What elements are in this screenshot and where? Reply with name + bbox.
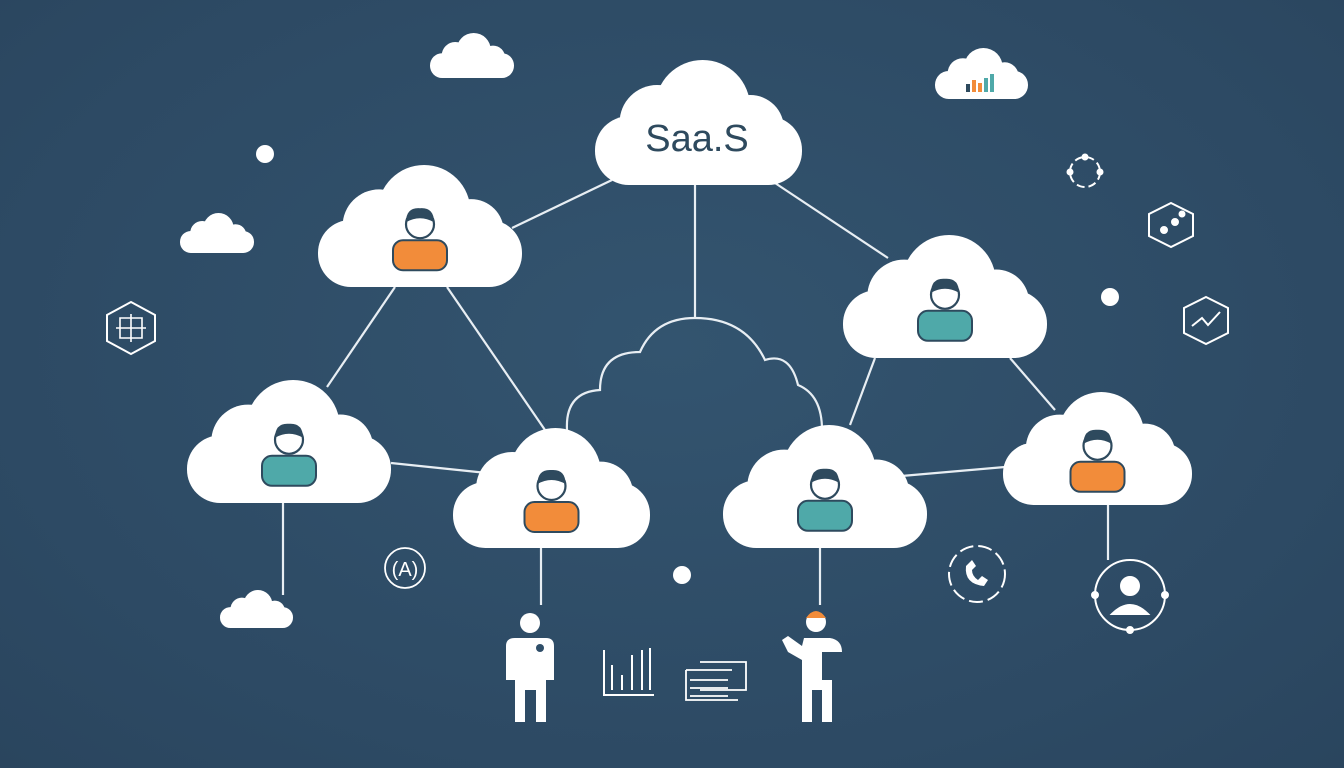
analytics-hexagon-icon <box>1148 201 1194 249</box>
connection-line <box>1009 357 1056 411</box>
small-cloud <box>220 590 293 628</box>
connection-line <box>848 357 877 426</box>
saas-cloud-label: Saa.S <box>645 118 749 160</box>
analytics-cloud <box>935 48 1028 99</box>
connection-line <box>446 286 546 431</box>
user-avatar-icon <box>917 278 973 342</box>
user-cloud <box>723 425 927 548</box>
connection-line <box>390 461 488 475</box>
user-avatar-icon <box>392 208 448 272</box>
trend-hexagon-icon <box>1183 295 1229 346</box>
connection-line <box>889 465 1006 479</box>
user-cloud <box>1003 392 1192 505</box>
bar-chart-bar <box>972 80 976 92</box>
connection-line <box>511 179 613 229</box>
person-figure-icon <box>506 613 554 722</box>
icons: (A) <box>106 145 1229 722</box>
clouds <box>180 33 1192 628</box>
user-cloud <box>453 428 650 548</box>
small-cloud <box>180 213 254 253</box>
svg-text:(A): (A) <box>392 559 419 581</box>
connection-line <box>774 182 889 259</box>
user-cloud <box>187 380 391 503</box>
bar-chart-bar <box>966 84 970 92</box>
saas-cloud <box>595 60 802 185</box>
user-cloud <box>318 165 522 287</box>
support-agent-icon <box>1091 559 1169 634</box>
bar-chart-bar <box>990 74 994 92</box>
user-cloud <box>843 234 1047 358</box>
document-icon <box>685 661 747 701</box>
network-hexagon-icon <box>106 300 156 356</box>
user-avatar-icon <box>261 423 317 487</box>
outline-cloud <box>565 316 824 431</box>
small-cloud <box>430 33 514 78</box>
connection-lines <box>281 179 1110 605</box>
user-avatar-icon <box>523 469 580 533</box>
bar-chart-bar <box>984 78 988 92</box>
presenter-figure-icon <box>782 611 842 722</box>
user-avatar-icon <box>797 468 853 532</box>
ai-circle-icon: (A) <box>384 547 426 589</box>
bar-chart-icon <box>603 648 654 696</box>
connection-line <box>326 286 396 388</box>
user-avatar-icon <box>1069 429 1126 493</box>
bar-chart-bar <box>978 83 982 92</box>
settings-ring-icon <box>1066 153 1104 188</box>
decorative-dots <box>256 145 1119 584</box>
phone-support-icon <box>948 545 1006 603</box>
